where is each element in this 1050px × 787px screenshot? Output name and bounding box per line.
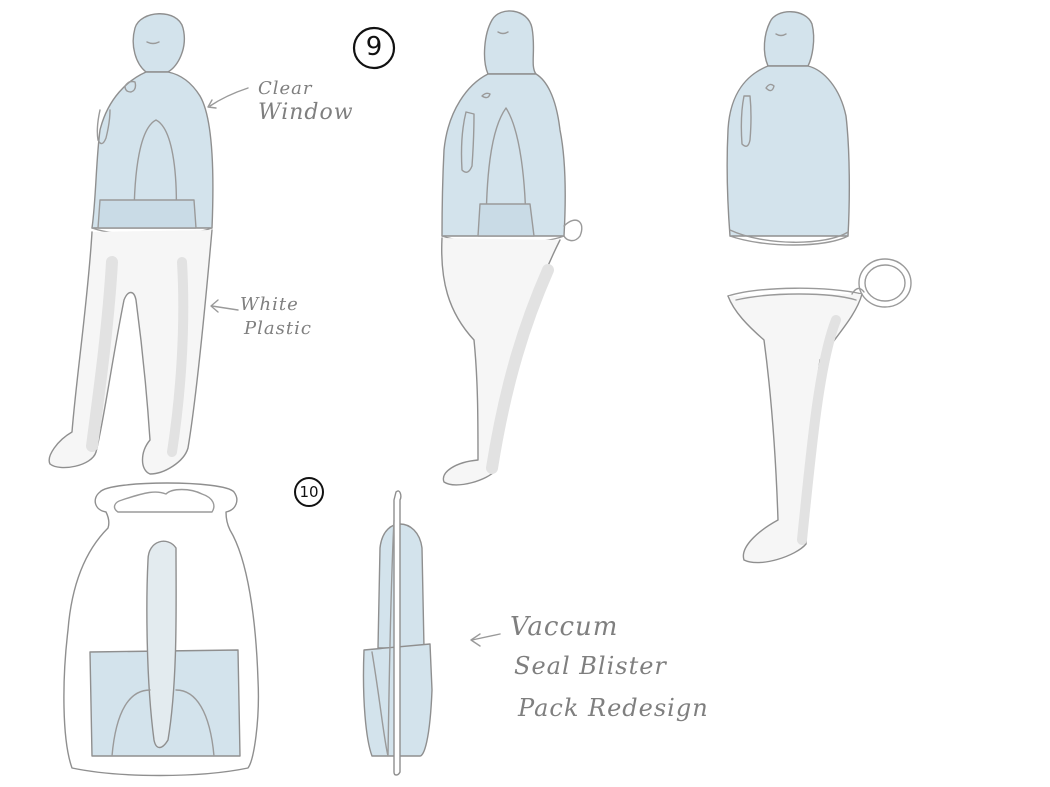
figure-number-9: 9 xyxy=(365,32,383,62)
annotation-clear-line-1: Clear xyxy=(258,78,313,99)
annotation-pack-redesign-line-3: Pack Redesign xyxy=(518,694,709,722)
annotation-window-line-2: Window xyxy=(258,100,354,125)
annotation-plastic-line-2: Plastic xyxy=(244,318,312,339)
figure-number-10: 10 xyxy=(299,483,319,501)
annotation-seal-blister-line-2: Seal Blister xyxy=(514,652,667,680)
blister-pack-sketch xyxy=(362,490,501,776)
side-view-sketch xyxy=(441,10,583,486)
figure-number-circle-9 xyxy=(352,26,396,70)
front-view-sketch xyxy=(48,13,249,475)
annotation-white-line-1: White xyxy=(240,294,299,315)
figure-number-circle-10 xyxy=(294,477,324,507)
bottle-sketch xyxy=(63,482,260,777)
annotation-vaccum-line-1: Vaccum xyxy=(510,612,619,642)
exploded-view-sketch xyxy=(726,11,912,564)
